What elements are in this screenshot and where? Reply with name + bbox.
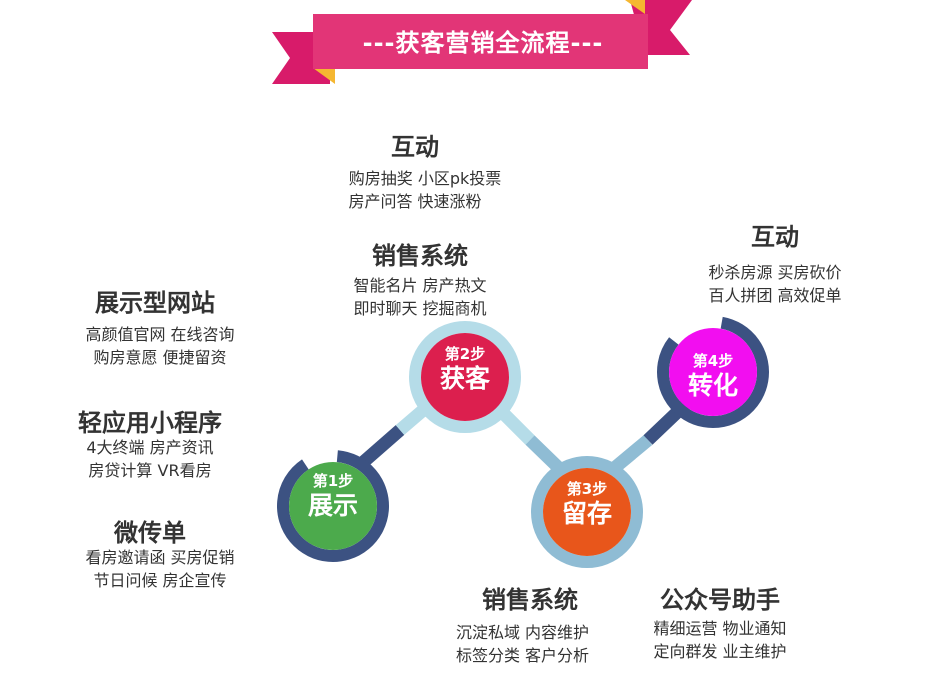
- flyer-line: 节日问候 房企宣传: [93, 571, 227, 590]
- sales-top-line: 智能名片 房产热文: [353, 276, 487, 295]
- wechat-line: 精细运营 物业通知: [653, 619, 787, 638]
- step3-ring: [531, 456, 643, 568]
- step3-circle: [543, 468, 631, 556]
- flyer-title: 微传单: [114, 519, 186, 547]
- sales-top-line: 即时聊天 挖掘商机: [353, 299, 487, 318]
- step-3: 第3步留存: [537, 480, 637, 530]
- sales-bottom-title: 销售系统: [482, 586, 578, 614]
- step1-circle: [289, 462, 377, 550]
- step-number: 第3步: [566, 480, 608, 498]
- step-label: 留存: [561, 499, 612, 528]
- step2-ring: [409, 321, 521, 433]
- interact-right-title: 互动: [751, 223, 799, 251]
- sales-bottom-line: 沉淀私域 内容维护: [455, 623, 590, 642]
- sales-top-title: 销售系统: [372, 242, 468, 270]
- title-banner: [272, 0, 692, 84]
- miniprogram-line: 4大终端 房产资讯: [86, 438, 214, 457]
- website-line: 购房意愿 便捷留资: [93, 348, 227, 367]
- miniprogram-line: 房贷计算 VR看房: [88, 461, 212, 480]
- interact-right-line: 百人拼团 高效促单: [708, 286, 842, 305]
- step-number: 第2步: [444, 345, 486, 363]
- sales-bottom-line: 标签分类 客户分析: [455, 646, 590, 665]
- step-2: 第2步获客: [415, 345, 515, 395]
- wechat-title: 公众号助手: [660, 586, 780, 614]
- interact-top-title: 互动: [391, 133, 439, 161]
- website-title: 展示型网站: [95, 289, 215, 317]
- step-label: 获客: [439, 364, 490, 393]
- connector-lines: [355, 395, 695, 477]
- interact-top-line: 房产问答 快速涨粉: [348, 192, 482, 211]
- flyer-line: 看房邀请函 买房促销: [85, 548, 235, 567]
- step-4: 第4步转化: [663, 352, 763, 402]
- step-number: 第1步: [312, 472, 354, 490]
- wechat-line: 定向群发 业主维护: [653, 642, 787, 661]
- page-title: ---获客营销全流程---: [362, 29, 604, 57]
- interact-top-line: 购房抽奖 小区pk投票: [348, 169, 502, 188]
- step4-circle: [669, 328, 757, 416]
- step-1: 第1步展示: [283, 472, 383, 522]
- miniprogram-title: 轻应用小程序: [78, 409, 222, 437]
- step-label: 展示: [307, 491, 358, 520]
- interact-right-line: 秒杀房源 买房砍价: [708, 263, 842, 282]
- website-line: 高颜值官网 在线咨询: [85, 325, 235, 344]
- step-number: 第4步: [692, 352, 734, 370]
- step1-ring: [277, 450, 389, 562]
- step-label: 转化: [687, 371, 738, 400]
- step4-ring: [657, 316, 769, 428]
- step2-circle: [421, 333, 509, 421]
